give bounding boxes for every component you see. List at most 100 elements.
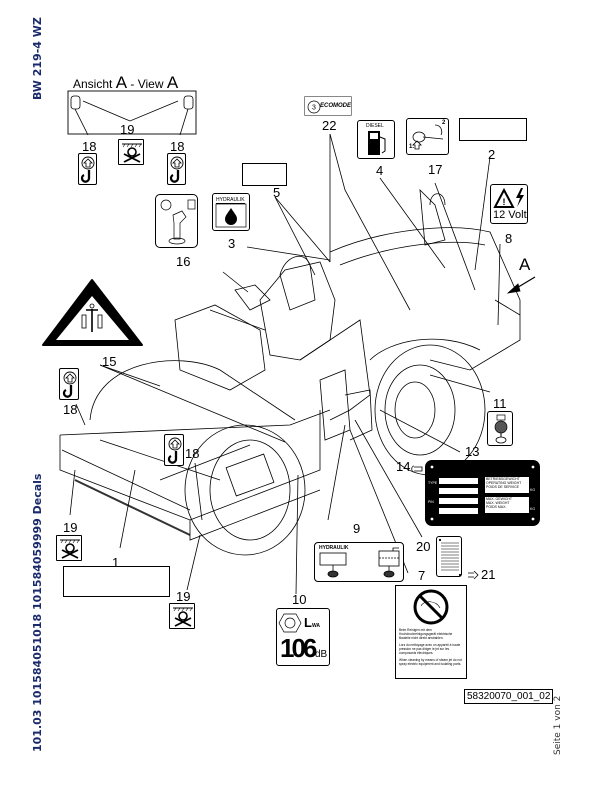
- view-a-arrow-label: A: [519, 255, 531, 274]
- lifting-point-decal: [167, 153, 186, 185]
- callout-14: 14: [396, 459, 411, 474]
- tie-down-icon: [173, 607, 193, 627]
- view-a-sketch: [67, 90, 197, 136]
- view-a-title: Ansicht A - View A: [73, 73, 178, 93]
- callout-20: 20: [416, 539, 431, 554]
- oil-level-tank-icon: [319, 547, 400, 578]
- key-switch-icon: [412, 124, 444, 150]
- cleaning-text-de: Beim Reinigen mit dem Hochdruckreinigung…: [399, 628, 453, 640]
- cleaning-instructions: Beim Reinigen mit dem Hochdruckreinigung…: [399, 628, 463, 666]
- cleaning-text-en: When cleaning by means of steam jet do n…: [399, 658, 462, 666]
- view-a-letter: A: [166, 73, 179, 92]
- view-a-title-de: Ansicht: [73, 77, 116, 91]
- svg-text:3: 3: [312, 105, 316, 112]
- blank-decal-2: [459, 118, 527, 141]
- max-weight-field: MAX. GEWICHT MAX. WEIGHT POIDS MAX.: [485, 497, 529, 513]
- view-a-title-en: - View: [127, 77, 167, 91]
- type-field: [439, 488, 478, 494]
- svg-text:!: !: [503, 197, 506, 207]
- operating-weight-field: BETRIEBSGEWICHT OPERATING WEIGHT POIDS D…: [485, 477, 529, 493]
- callout-9: 9: [353, 521, 361, 536]
- tie-down-icon: [122, 143, 142, 163]
- callout-13: 13: [465, 444, 480, 459]
- no-pressure-washing-decal: Beim Reinigen mit dem Hochdruckreinigung…: [395, 585, 467, 679]
- tie-down-decal: [56, 535, 82, 561]
- callout-19: 19: [176, 589, 191, 604]
- callout-17: 17: [428, 162, 443, 177]
- hydraulik-label: HYDRAULIK: [216, 197, 245, 204]
- weight-line: BETRIEBSGEWICHT: [486, 477, 520, 481]
- kg-unit: KG: [530, 488, 536, 492]
- hand-pointer-icon: [468, 570, 479, 580]
- sound-level-icon: [278, 613, 302, 633]
- hand-pointer-icon: [411, 465, 423, 473]
- callout-18: 18: [185, 446, 200, 461]
- sound-level-label: LWA: [304, 615, 320, 630]
- oil-drop-icon: [215, 203, 247, 228]
- joystick-icon: [160, 199, 196, 245]
- cleaning-text-fr: Lors du nettoyage avec un appareil à hau…: [399, 643, 461, 655]
- callout-10: 10: [292, 592, 307, 607]
- callout-11: 11: [493, 396, 507, 411]
- blank-decal-5: [242, 163, 287, 186]
- no-spray-icon: [413, 589, 449, 625]
- callout-19: 19: [63, 520, 78, 535]
- callout-19: 19: [120, 122, 135, 137]
- diesel-decal: DIESEL: [357, 120, 395, 159]
- oil-can-icon: [494, 414, 508, 444]
- pin-field-label: PIN: [428, 500, 434, 504]
- ecomode-label: ECOMODE: [320, 103, 352, 109]
- voltage-label: 12 Volt: [493, 209, 527, 221]
- joystick-decal: [155, 194, 198, 248]
- callout-1: 1: [112, 555, 120, 570]
- kg-unit: KG: [530, 507, 536, 511]
- diesel-label: DIESEL: [366, 123, 384, 129]
- sound-power-decal: LWA 106 dB: [276, 608, 330, 666]
- ignition-key-decal: 1. 2: [406, 118, 449, 155]
- electrical-warning-icon: !: [493, 187, 524, 208]
- key-step-2: 2: [442, 120, 446, 126]
- engine-oil-check-decal: [487, 411, 513, 446]
- hydraulic-level-decal: HYDRAULIK: [314, 542, 404, 582]
- view-a-letter: A: [115, 73, 128, 92]
- callout-7: 7: [418, 568, 426, 583]
- max-weight-line: MAX. WEIGHT: [486, 501, 510, 506]
- max-weight-line: MAX. GEWICHT: [486, 497, 513, 501]
- callout-18: 18: [170, 139, 185, 154]
- hydraulik-level-label: HYDRAULIK: [319, 545, 349, 551]
- callout-5: 5: [273, 185, 281, 200]
- sound-value: 106: [280, 633, 317, 663]
- sound-wa: WA: [311, 623, 321, 629]
- grille-decal: [436, 536, 462, 577]
- callout-8: 8: [505, 231, 513, 246]
- weight-line: POIDS DE SERVICE: [486, 485, 520, 490]
- type-plate: TYPE PIN BETRIEBSGEWICHT OPERATING WEIGH…: [425, 460, 540, 526]
- lifting-hook-icon: [167, 437, 182, 464]
- weight-line: OPERATING WEIGHT: [486, 481, 522, 486]
- lifting-point-decal: [78, 153, 97, 185]
- grille-icon: [438, 538, 462, 577]
- tie-down-icon: [60, 539, 80, 559]
- pin-field: [439, 498, 478, 504]
- callout-18: 18: [82, 139, 97, 154]
- sound-unit: dB: [315, 649, 328, 660]
- type-field: [439, 478, 478, 484]
- sound-l: L: [304, 615, 312, 630]
- tie-down-decal: [118, 139, 144, 165]
- battery-voltage-decal: ! 12 Volt: [490, 184, 528, 224]
- callout-22: 22: [322, 118, 337, 133]
- max-weight-line: POIDS MAX.: [486, 505, 507, 510]
- ecomode-icon: 3: [307, 100, 321, 114]
- type-plate-rivets: [430, 465, 535, 521]
- lifting-point-decal: [164, 434, 184, 466]
- type-field-label: TYPE: [428, 481, 438, 485]
- callout-18: 18: [63, 402, 78, 417]
- lifting-hook-icon: [169, 156, 184, 183]
- drawing-number: 58320070_001_02: [464, 689, 554, 704]
- lifting-hook-icon: [80, 156, 95, 183]
- lifting-hook-icon: [62, 371, 77, 398]
- callout-21: 21: [481, 567, 496, 582]
